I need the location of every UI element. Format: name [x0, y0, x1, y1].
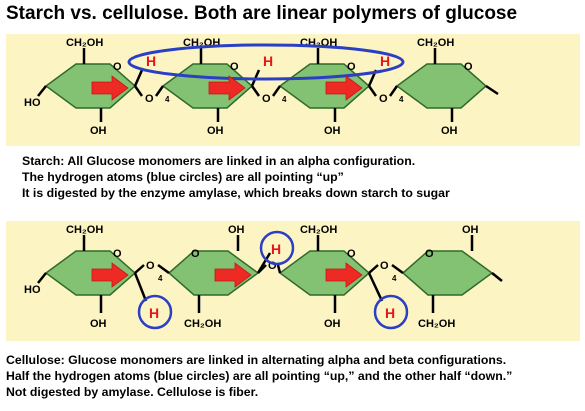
highlight-circle	[259, 230, 295, 266]
linkage-oxygen-label: O	[145, 93, 154, 105]
linkage-oxygen-label: O	[146, 260, 155, 272]
ring-oxygen-label: O	[113, 248, 122, 260]
ch2oh-label: CH₂OH	[66, 224, 103, 236]
carbon-number-label: 4	[158, 274, 163, 283]
ring-oxygen-label: O	[191, 248, 200, 260]
ch2oh-label: CH₂OH	[300, 224, 337, 236]
ch2oh-label: CH₂OH	[418, 318, 455, 330]
arrow-icon	[325, 262, 363, 288]
highlight-circle	[127, 43, 405, 81]
caption-line: Cellulose: Glucose monomers are linked i…	[6, 353, 507, 367]
arrow-icon	[91, 262, 129, 288]
carbon-number-label: 4	[282, 95, 287, 104]
linkage-oxygen-label: O	[262, 93, 271, 105]
ring-oxygen-label: O	[230, 61, 239, 73]
carbon-number-label: 4	[392, 274, 397, 283]
glucose-ring	[401, 250, 494, 296]
ho-label: HO	[24, 97, 41, 109]
hydrogen-label: H	[271, 241, 281, 257]
page-title: Starch vs. cellulose. Both are linear po…	[6, 3, 518, 24]
caption-line: The hydrogen atoms (blue circles) are al…	[22, 170, 344, 184]
carbon-number-label: 4	[165, 95, 170, 104]
oh-label: OH	[207, 125, 224, 137]
oh-label: OH	[462, 224, 479, 236]
hydrogen-label: H	[149, 305, 159, 321]
ho-label: HO	[24, 284, 41, 296]
oh-label: OH	[90, 125, 107, 137]
oh-label: OH	[228, 224, 245, 236]
linkage-oxygen-label: O	[380, 260, 389, 272]
glucose-ring	[395, 63, 488, 109]
ring-oxygen-label: O	[347, 61, 356, 73]
arrow-icon	[208, 75, 246, 101]
ring-oxygen-label: O	[425, 248, 434, 260]
hydrogen-label: H	[380, 53, 390, 69]
starch-caption: Starch: All Glucose monomers are linked …	[22, 153, 450, 201]
hydrogen-label: H	[263, 53, 273, 69]
starch-diagram: CH₂OH CH₂OH CH₂OH CH₂OH HO OH OH OH OH O…	[6, 34, 580, 146]
carbon-number-label: 4	[399, 95, 404, 104]
arrow-icon	[91, 75, 129, 101]
ch2oh-label: CH₂OH	[184, 318, 221, 330]
linkage-oxygen-label: O	[379, 93, 388, 105]
cellulose-diagram: CH₂OH CH₂OH CH₂OH CH₂OH OH OH HO OH OH O…	[6, 221, 580, 341]
caption-line: Not digested by amylase. Cellulose is fi…	[6, 385, 259, 399]
cellulose-caption: Cellulose: Glucose monomers are linked i…	[6, 352, 512, 400]
ch2oh-label: CH₂OH	[417, 37, 454, 49]
hydrogen-label: H	[146, 53, 156, 69]
oh-label: OH	[441, 125, 458, 137]
arrow-icon	[214, 262, 252, 288]
highlight-circle	[373, 294, 409, 330]
ring-oxygen-label: O	[347, 248, 356, 260]
ring-oxygen-label: O	[464, 61, 473, 73]
linkage-oxygen-label: O	[268, 260, 277, 272]
caption-line: Half the hydrogen atoms (blue circles) a…	[6, 369, 513, 383]
highlight-circle	[137, 294, 173, 330]
hydrogen-label: H	[385, 305, 395, 321]
ring-oxygen-label: O	[113, 61, 122, 73]
oh-label: OH	[324, 125, 341, 137]
caption-line: It is digested by the enzyme amylase, wh…	[22, 186, 450, 200]
arrow-icon	[325, 75, 363, 101]
caption-line: Starch: All Glucose monomers are linked …	[22, 154, 416, 168]
oh-label: OH	[90, 318, 107, 330]
oh-label: OH	[324, 318, 341, 330]
ch2oh-label: CH₂OH	[66, 37, 103, 49]
